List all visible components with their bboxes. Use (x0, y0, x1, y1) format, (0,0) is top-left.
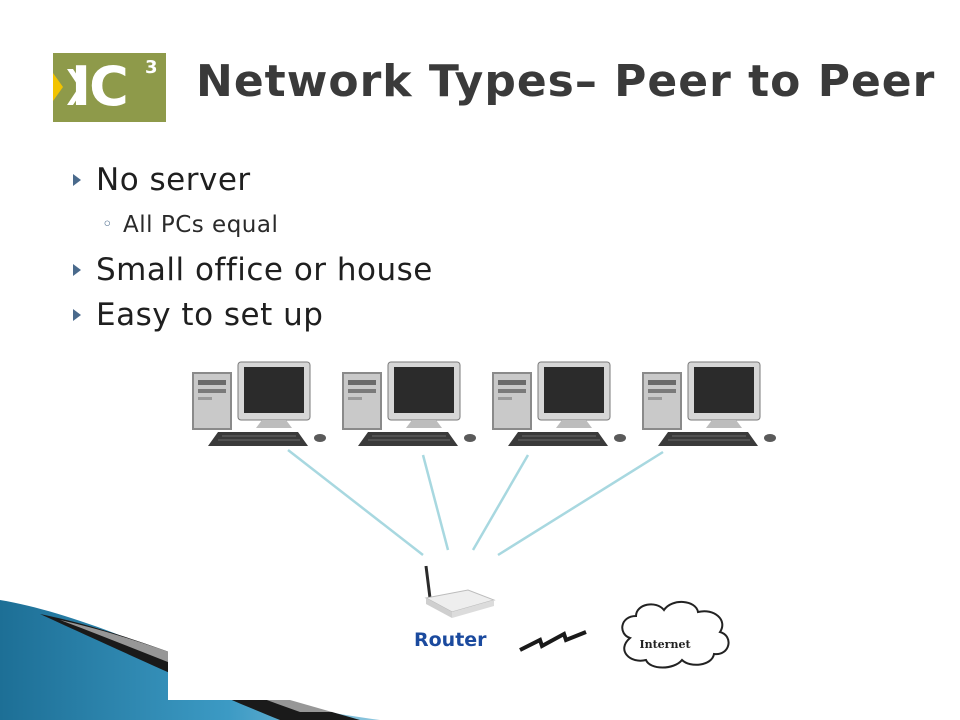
bullet-arrow-icon (73, 309, 81, 321)
internet-label: Internet (639, 638, 691, 651)
bullet-item: Easy to set up (70, 295, 433, 340)
sub-bullet-circle-icon: ◦ (102, 214, 114, 235)
slide-title: Network Types– Peer to Peer (196, 56, 936, 107)
bullet-text: Small office or house (96, 252, 433, 288)
internet-cloud-icon (621, 601, 730, 669)
bullet-item: No server (70, 160, 433, 205)
network-diagram: Router Internet (168, 350, 784, 700)
sub-bullet-item: ◦ All PCs equal (70, 205, 433, 250)
bullet-text: No server (96, 162, 251, 198)
sub-bullet-text: All PCs equal (123, 212, 279, 238)
logo-mark-icon (53, 69, 85, 105)
bullet-arrow-icon (73, 264, 81, 276)
bullet-list: No server ◦ All PCs equal Small office o… (70, 160, 433, 340)
logo-text: IC (71, 55, 129, 118)
bullet-item: Small office or house (70, 250, 433, 295)
wireless-link-icon (519, 630, 587, 652)
network-links (287, 449, 664, 557)
router-label: Router (414, 629, 487, 651)
ic3-logo: IC 3 (53, 53, 166, 122)
router-icon (424, 565, 496, 618)
bullet-arrow-icon (73, 174, 81, 186)
logo-superscript: 3 (145, 57, 158, 78)
bullet-text: Easy to set up (96, 297, 324, 333)
